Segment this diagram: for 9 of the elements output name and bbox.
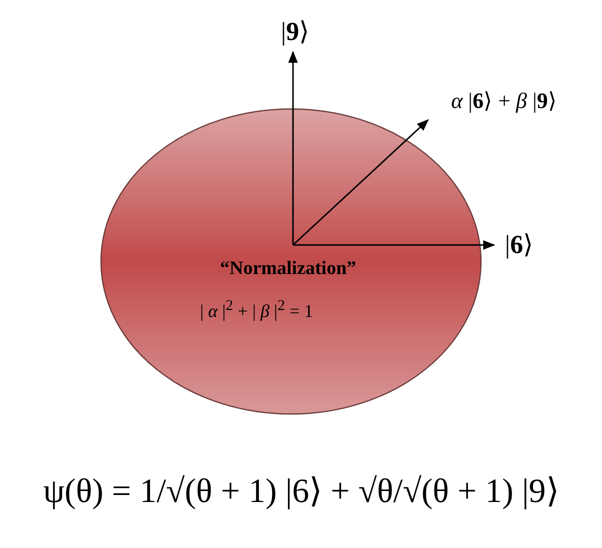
vector-label: |9⟩ [280, 16, 310, 48]
vector-label: |6⟩ [504, 229, 534, 261]
vector-label: α |6⟩ + β |9⟩ [450, 87, 558, 115]
vector-arrow [292, 119, 429, 246]
equation: | α |$^{2}$ + | β |$^{2}$ = 1 [200, 298, 314, 322]
vector-arrow [288, 50, 298, 245]
formula: ψ(θ) = 1/√(θ + 1) |6⟩ + √θ/√(θ + 1) |9⟩ [42, 472, 560, 511]
vector-arrow [293, 240, 496, 250]
heading: “Normalization” [220, 258, 356, 280]
